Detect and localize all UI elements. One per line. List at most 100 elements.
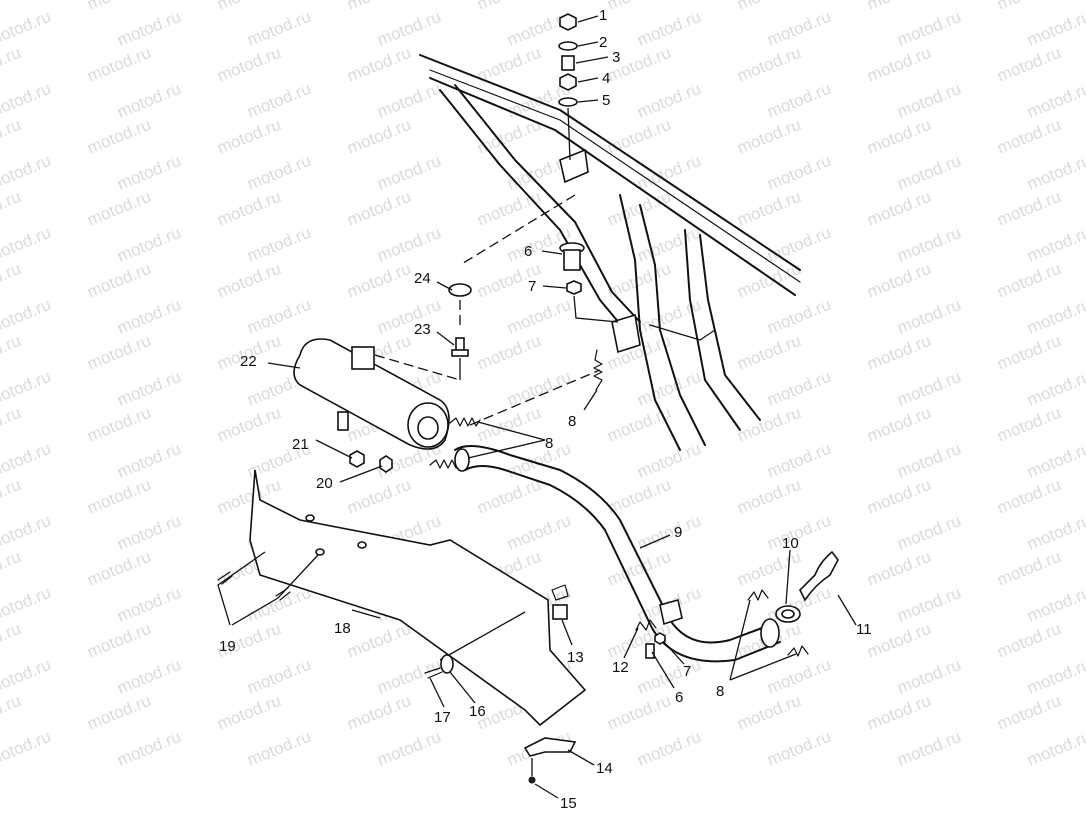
watermark-text: motod.ru — [764, 655, 833, 698]
watermark-text: motod.ru — [1024, 727, 1086, 770]
watermark-text: motod.ru — [764, 223, 833, 266]
muffler-bolts — [349, 450, 393, 473]
watermark-text: motod.ru — [894, 511, 963, 554]
watermark-text: motod.ru — [214, 0, 283, 14]
bushing-3-icon — [561, 55, 575, 71]
watermark-text: motod.ru — [604, 0, 673, 14]
watermark-text: motod.ru — [764, 367, 833, 410]
watermark-text: motod.ru — [864, 619, 933, 662]
watermark-text: motod.ru — [864, 115, 933, 158]
watermark-text: motod.ru — [894, 655, 963, 698]
watermark-text: motod.ru — [994, 619, 1063, 662]
watermark-text: motod.ru — [864, 0, 933, 14]
watermark-text: motod.ru — [344, 259, 413, 302]
washer-16-icon — [440, 654, 454, 674]
watermark-text: motod.ru — [634, 511, 703, 554]
watermark-text: motod.ru — [214, 259, 283, 302]
watermark-text: motod.ru — [0, 475, 24, 518]
watermark-text: motod.ru — [0, 331, 24, 374]
callout-18: 18 — [334, 620, 351, 637]
watermark-text: motod.ru — [374, 727, 443, 770]
watermark-text: motod.ru — [994, 115, 1063, 158]
callout-5: 5 — [602, 92, 610, 109]
watermark-text: motod.ru — [504, 511, 573, 554]
nut-7-icon — [566, 280, 582, 295]
watermark-text: motod.ru — [244, 7, 313, 50]
shield-clip — [551, 584, 569, 620]
watermark-text: motod.ru — [84, 619, 153, 662]
washer-5-icon — [558, 97, 578, 107]
watermark-text: motod.ru — [894, 367, 963, 410]
watermark-text: motod.ru — [84, 0, 153, 14]
spring-8e-icon — [787, 645, 809, 657]
watermark-text: motod.ru — [864, 403, 933, 446]
watermark-text: motod.ru — [634, 367, 703, 410]
watermark-text: motod.ru — [734, 547, 803, 590]
watermark-text: motod.ru — [0, 367, 54, 410]
watermark-text: motod.ru — [114, 655, 183, 698]
watermark-text: motod.ru — [0, 727, 54, 770]
watermark-text: motod.ru — [764, 79, 833, 122]
watermark-text: motod.ru — [244, 655, 313, 698]
watermark-text: motod.ru — [374, 151, 443, 194]
watermark-text: motod.ru — [864, 259, 933, 302]
watermark-text: motod.ru — [84, 691, 153, 734]
watermark-text: motod.ru — [374, 79, 443, 122]
watermark-text: motod.ru — [114, 583, 183, 626]
spring-12-icon — [635, 619, 657, 631]
pipe-bracket — [659, 599, 683, 626]
clamp-14-icon — [523, 737, 577, 757]
watermark-text: motod.ru — [734, 475, 803, 518]
watermark-text: motod.ru — [734, 331, 803, 374]
callout-19: 19 — [219, 638, 236, 655]
heat-shield — [249, 469, 587, 727]
watermark-text: motod.ru — [0, 151, 54, 194]
callout-1: 1 — [599, 7, 607, 24]
watermark-text: motod.ru — [0, 403, 24, 446]
watermark-text: motod.ru — [114, 295, 183, 338]
watermark-text: motod.ru — [344, 43, 413, 86]
watermark-text: motod.ru — [864, 331, 933, 374]
watermark-text: motod.ru — [864, 475, 933, 518]
watermark-text: motod.ru — [994, 259, 1063, 302]
leader-lines — [267, 15, 857, 799]
watermark-text: motod.ru — [0, 439, 54, 482]
watermark-text: motod.ru — [84, 475, 153, 518]
watermark-text: motod.ru — [244, 151, 313, 194]
watermark-text: motod.ru — [84, 43, 153, 86]
watermark-text: motod.ru — [0, 187, 24, 230]
watermark-text: motod.ru — [0, 547, 24, 590]
muffler-bracket — [351, 346, 375, 370]
callout-22: 22 — [240, 353, 257, 370]
muffler — [293, 338, 450, 450]
rivet-15-icon — [528, 776, 536, 784]
callout-15: 15 — [560, 795, 577, 812]
watermark-text: motod.ru — [634, 79, 703, 122]
watermark-text: motod.ru — [734, 115, 803, 158]
watermark-text: motod.ru — [894, 79, 963, 122]
springs — [429, 349, 809, 657]
watermark-text: motod.ru — [474, 43, 543, 86]
watermark-text: motod.ru — [994, 547, 1063, 590]
watermark-text: motod.ru — [114, 7, 183, 50]
watermark-text: motod.ru — [894, 727, 963, 770]
spring-8d-icon — [747, 589, 769, 601]
watermark-text: motod.ru — [734, 0, 803, 14]
watermark-text: motod.ru — [764, 439, 833, 482]
watermark-text: motod.ru — [604, 403, 673, 446]
watermark-text: motod.ru — [634, 151, 703, 194]
watermark-text: motod.ru — [994, 475, 1063, 518]
watermark-text: motod.ru — [114, 79, 183, 122]
watermark-text: motod.ru — [894, 439, 963, 482]
watermark-text: motod.ru — [764, 511, 833, 554]
watermark-text: motod.ru — [214, 187, 283, 230]
watermark-text: motod.ru — [504, 367, 573, 410]
shield-fastener — [424, 654, 454, 679]
watermark-text: motod.ru — [994, 187, 1063, 230]
callout-8-exhaust: 8 — [716, 683, 724, 700]
watermark-text: motod.ru — [764, 7, 833, 50]
watermark-text: motod.ru — [214, 115, 283, 158]
tail-clamp — [523, 737, 577, 784]
watermark-text: motod.ru — [0, 259, 24, 302]
